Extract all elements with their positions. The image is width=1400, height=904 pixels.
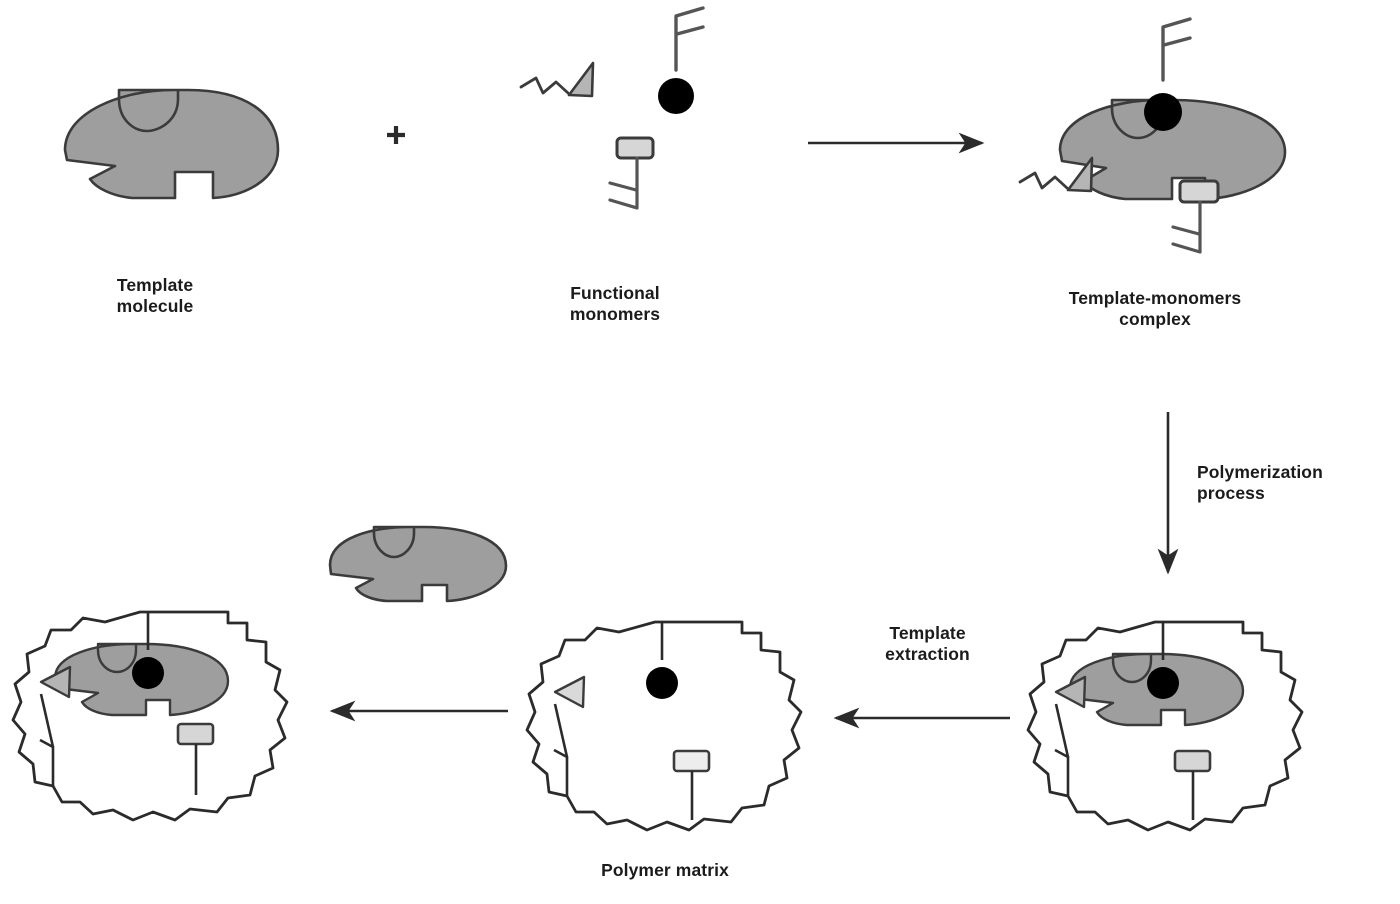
triangle-monomer-top: [519, 61, 595, 98]
polymer-rebound-shape: [11, 610, 289, 822]
rectangle-monomer-top: [608, 136, 655, 210]
polymer-matrix-shape: [525, 620, 803, 832]
circle-monomer-top: [658, 6, 705, 114]
label-template-molecule: Template molecule: [55, 275, 255, 317]
label-template-extraction-line2: extraction: [885, 644, 970, 664]
label-template-extraction: Template extraction: [845, 623, 1010, 665]
plus-sign-icon: [387, 126, 405, 144]
extracted-template-molecule-shape: [328, 525, 508, 603]
template-molecule-shape: [63, 88, 280, 200]
label-template-monomers-complex-line2: complex: [1119, 309, 1191, 329]
label-template-monomers-complex-line1: Template-monomers: [1068, 288, 1242, 308]
label-template-molecule-line2: molecule: [116, 296, 194, 316]
polymer-with-template-shape: [1026, 620, 1304, 832]
label-polymerization-line1: Polymerization: [1197, 462, 1323, 482]
label-template-molecule-line1: Template: [116, 275, 194, 295]
label-template-extraction-line1: Template: [889, 623, 966, 643]
label-functional-monomers: Functional monomers: [510, 283, 720, 325]
label-polymerization-line2: process: [1197, 483, 1265, 503]
label-functional-monomers-line1: Functional: [570, 283, 660, 303]
label-functional-monomers-line2: monomers: [569, 304, 661, 324]
template-monomers-complex-shape: [1018, 17, 1287, 254]
label-polymer-matrix: Polymer matrix: [601, 860, 729, 880]
label-polymerization-process: Polymerization process: [1197, 462, 1397, 504]
label-template-monomers-complex: Template-monomers complex: [1010, 288, 1300, 330]
